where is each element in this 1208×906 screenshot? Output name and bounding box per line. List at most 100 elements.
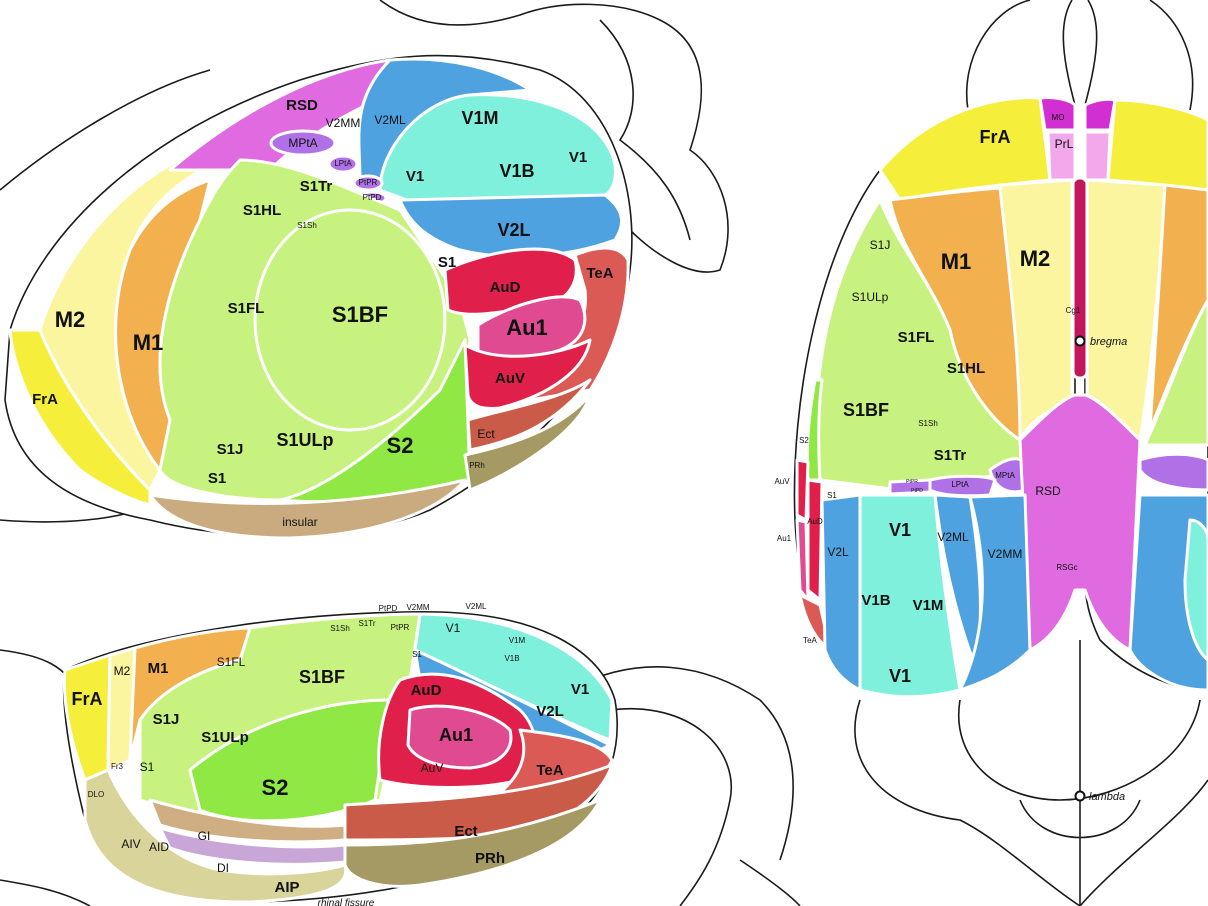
lateral-label-m1: M1 xyxy=(133,330,164,355)
dorsal-region-s1-left xyxy=(815,198,1032,492)
ventrolateral-label-s2: S2 xyxy=(262,775,289,800)
dorsal-label-ptpd: PtPD xyxy=(911,488,923,494)
dorsal-label-m2: M2 xyxy=(1020,246,1051,271)
lateral-label-tea: TeA xyxy=(586,265,613,282)
ventrolateral-label-ptpr: PtPR xyxy=(391,623,410,632)
dorsal-cerebellum-outline xyxy=(854,699,1208,906)
dorsal-label-mpta: MPtA xyxy=(995,471,1015,480)
ventrolateral-label-m2: M2 xyxy=(114,664,131,678)
dorsal-label-s1bf: S1BF xyxy=(843,400,889,420)
dorsal-label-mo: MO xyxy=(1052,113,1065,122)
dorsal-label-v1m: V1M xyxy=(913,597,944,614)
ventrolateral-view: PtPD V2MM V2ML S1Sh S1Tr PtPR V1 V1M V1B… xyxy=(0,602,801,906)
lateral-label-s1j: S1J xyxy=(217,441,244,458)
lateral-label-mpta: MPtA xyxy=(288,136,317,150)
dorsal-region-au1 xyxy=(795,518,810,602)
lateral-label-s1bf: S1BF xyxy=(332,302,388,327)
lateral-region-mpta xyxy=(269,129,337,157)
ventrolateral-region-fra xyxy=(62,653,112,782)
lateral-label-s2: S2 xyxy=(387,433,414,458)
dorsal-label-v2ml: V2ML xyxy=(937,530,969,544)
lateral-region-auv xyxy=(463,338,592,410)
dorsal-region-mo xyxy=(1038,96,1077,132)
lateral-label-v1m: V1M xyxy=(461,108,498,128)
dorsal-label-fra: FrA xyxy=(980,127,1011,147)
ventrolateral-label-auv: AuV xyxy=(421,761,444,775)
bregma-marker-icon xyxy=(1074,335,1086,347)
lateral-region-s1bf xyxy=(253,208,447,432)
lateral-label-v1: V1 xyxy=(406,168,424,185)
dorsal-label-v1b: V1B xyxy=(861,592,890,609)
ventrolateral-region-gi xyxy=(148,798,347,844)
lambda-marker-icon xyxy=(1074,790,1086,802)
lateral-label-insular: insular xyxy=(282,515,317,529)
ventrolateral-label-aip: AIP xyxy=(274,879,299,896)
lateral-region-lpta xyxy=(327,154,359,174)
ventrolateral-label-ptpd: PtPD xyxy=(379,604,398,613)
lateral-label-v2l: V2L xyxy=(497,220,530,240)
lateral-label-s1sh: S1Sh xyxy=(297,221,317,230)
ventrolateral-label-rhinal-fissure: rhinal fissure xyxy=(318,898,375,906)
dorsal-label-s2: S2 xyxy=(799,436,809,445)
ventrolateral-label-v1m: V1M xyxy=(509,636,526,645)
dorsal-label-s1fl: S1FL xyxy=(898,329,935,346)
ventrolateral-label-ect: Ect xyxy=(454,823,477,840)
dorsal-label-prl: PrL xyxy=(1055,137,1074,151)
ventrolateral-label-v1b: V1B xyxy=(504,654,519,663)
lateral-label-fra: FrA xyxy=(32,391,58,408)
lateral-region-ptpr xyxy=(352,174,384,192)
lateral-label-au1: Au1 xyxy=(506,315,548,340)
ventrolateral-label-dlo: DLO xyxy=(88,790,104,799)
lateral-label-s1tr: S1Tr xyxy=(300,178,333,195)
lateral-label-s1-bottom: S1 xyxy=(208,470,226,487)
ventrolateral-label-tea: TeA xyxy=(536,762,563,779)
dorsal-region-v2mm xyxy=(958,493,1032,692)
dorsal-label-s1j: S1J xyxy=(870,238,891,252)
ventrolateral-label-au1: Au1 xyxy=(439,725,473,745)
lateral-label-v1-right: V1 xyxy=(569,149,587,166)
dorsal-label-s1: S1 xyxy=(827,491,837,500)
dorsal-label-tea: TeA xyxy=(803,636,817,645)
ventrolateral-label-s1ulp: S1ULp xyxy=(201,729,249,746)
dorsal-label-cg1: Cg1 xyxy=(1066,306,1081,315)
lateral-region-prh xyxy=(463,393,592,492)
dorsal-region-aud xyxy=(806,478,824,602)
lateral-label-prh: PRh xyxy=(469,461,485,470)
lateral-label-auv: AuV xyxy=(495,370,525,387)
ventrolateral-label-fra: FrA xyxy=(72,689,103,709)
dorsal-label-lpta: LPtA xyxy=(951,480,969,489)
lateral-label-s1fl: S1FL xyxy=(228,300,265,317)
dorsal-label-au1: Au1 xyxy=(777,534,792,543)
dorsal-label-rsgc: RSGc xyxy=(1056,563,1077,572)
dorsal-region-s1-right xyxy=(1143,298,1208,447)
dorsal-region-cg1 xyxy=(1071,176,1089,380)
lateral-label-s1: S1 xyxy=(438,254,456,271)
dorsal-region-prl xyxy=(1046,130,1077,182)
lateral-label-rsd: RSD xyxy=(286,97,318,114)
lateral-label-s1ulp: S1ULp xyxy=(276,430,333,450)
dorsal-label-ptpr: PtPR xyxy=(906,479,918,485)
dorsal-label-v1: V1 xyxy=(889,520,911,540)
dorsal-region-mo-right xyxy=(1083,97,1117,132)
dorsal-label-s1hl: S1HL xyxy=(947,360,985,377)
ventrolateral-region-prh xyxy=(343,798,602,888)
lateral-region-ect xyxy=(466,378,592,452)
dorsal-region-v2l xyxy=(820,493,862,692)
dorsal-region-s2-left xyxy=(805,378,824,482)
ventrolateral-label-prh: PRh xyxy=(475,850,505,867)
dorsal-label-v2mm: V2MM xyxy=(988,547,1023,561)
lateral-label-ptpr: PtPR xyxy=(359,178,378,187)
dorsal-label-auv: AuV xyxy=(774,477,790,486)
ventrolateral-label-s1bf: S1BF xyxy=(299,667,345,687)
lateral-label-aud: AuD xyxy=(490,279,521,296)
ventrolateral-label-m1: M1 xyxy=(148,660,169,677)
dorsal-label-m1: M1 xyxy=(941,249,972,274)
lateral-view: RSD MPtA V2MM V2ML V1M V1 V1B V1 LPtA Pt… xyxy=(0,0,729,540)
dorsal-region-fra-right xyxy=(1106,98,1208,192)
dorsal-label-s1ulp: S1ULp xyxy=(852,290,889,304)
ventrolateral-label-aid: AID xyxy=(149,840,169,854)
ventrolateral-region-au1 xyxy=(406,704,513,770)
ventrolateral-region-di xyxy=(158,826,347,866)
dorsal-label-rsd: RSD xyxy=(1035,484,1061,498)
